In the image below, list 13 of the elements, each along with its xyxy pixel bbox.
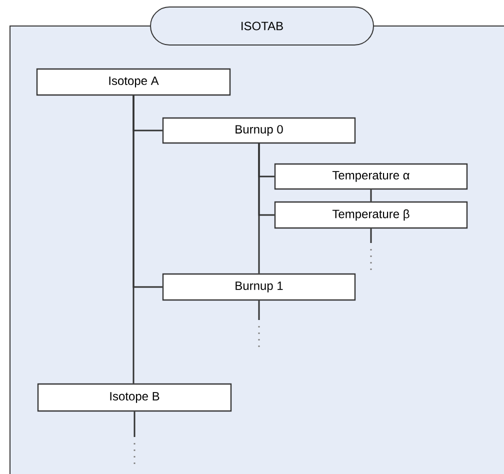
connector-line xyxy=(258,300,260,320)
table-box: Isotope A xyxy=(36,68,231,96)
connector-line xyxy=(370,190,372,202)
title-pill: ISOTAB xyxy=(150,6,374,46)
table-box: Temperature β xyxy=(274,201,468,229)
table-box: Isotope B xyxy=(37,383,232,412)
connector-line xyxy=(134,412,136,437)
connector-line xyxy=(258,144,260,274)
connector-line xyxy=(370,228,372,243)
table-box: Burnup 0 xyxy=(162,117,356,144)
table-box: Burnup 1 xyxy=(162,273,356,301)
connector-line xyxy=(132,96,134,384)
table-box: Temperature α xyxy=(274,163,468,190)
